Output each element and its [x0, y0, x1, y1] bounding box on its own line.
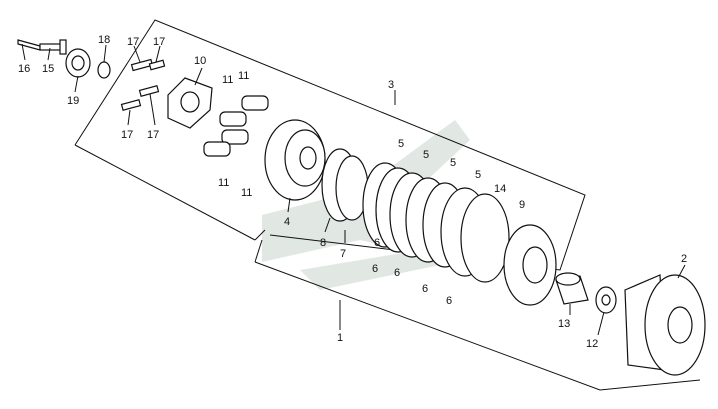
- label-11-b: 11: [238, 70, 249, 82]
- label-16: 16: [18, 63, 30, 75]
- label-11-c: 11: [218, 177, 229, 189]
- part-12-washer: [595, 286, 617, 314]
- label-6-a: 6: [372, 263, 378, 275]
- label-5-b: 5: [423, 149, 429, 161]
- label-6-c: 6: [374, 237, 380, 249]
- callout-labels: 16 15 19 18 17 17 17 17 10 11 11 11 11 3…: [18, 34, 687, 350]
- label-11-a: 11: [222, 74, 233, 86]
- part-4-pressure-plate: [264, 119, 326, 201]
- part-15-bolt: [39, 39, 67, 55]
- label-5-d: 5: [475, 169, 481, 181]
- label-6-e: 6: [446, 295, 452, 307]
- label-5-a: 5: [398, 138, 404, 150]
- label-12: 12: [586, 338, 598, 350]
- label-3: 3: [388, 79, 394, 91]
- part-5-6-plates: [362, 162, 510, 283]
- label-18: 18: [98, 34, 110, 46]
- part-9-clutch-hub: [503, 224, 557, 306]
- label-13: 13: [558, 318, 570, 330]
- label-5-c: 5: [450, 157, 456, 169]
- part-13-collar: [555, 272, 589, 305]
- label-10: 10: [194, 55, 206, 67]
- label-8: 8: [320, 237, 326, 249]
- label-11-d: 11: [241, 187, 252, 199]
- label-17-b: 17: [153, 36, 165, 48]
- label-15: 15: [42, 63, 54, 75]
- label-2: 2: [681, 253, 687, 265]
- part-16-pin: [17, 39, 41, 51]
- label-17-c: 17: [121, 129, 133, 141]
- part-19-bearing: [65, 48, 91, 78]
- part-8-ring: [321, 148, 369, 222]
- label-17-d: 17: [147, 129, 159, 141]
- part-18-clip: [97, 61, 111, 79]
- group-outline-1: [254, 229, 701, 391]
- label-4: 4: [284, 216, 290, 228]
- part-10-lifter-plate: [167, 77, 213, 129]
- part-11-springs: [203, 95, 269, 157]
- label-6-b: 6: [394, 267, 400, 279]
- label-7: 7: [340, 248, 346, 260]
- part-2-clutch-housing: [624, 274, 706, 376]
- label-19: 19: [67, 95, 79, 107]
- label-17-a: 17: [127, 36, 139, 48]
- label-6-d: 6: [422, 283, 428, 295]
- label-9: 9: [519, 199, 525, 211]
- label-1: 1: [337, 332, 343, 344]
- leader-lines: [21, 43, 686, 336]
- part-17-bolts: [120, 58, 166, 111]
- label-14: 14: [494, 183, 506, 195]
